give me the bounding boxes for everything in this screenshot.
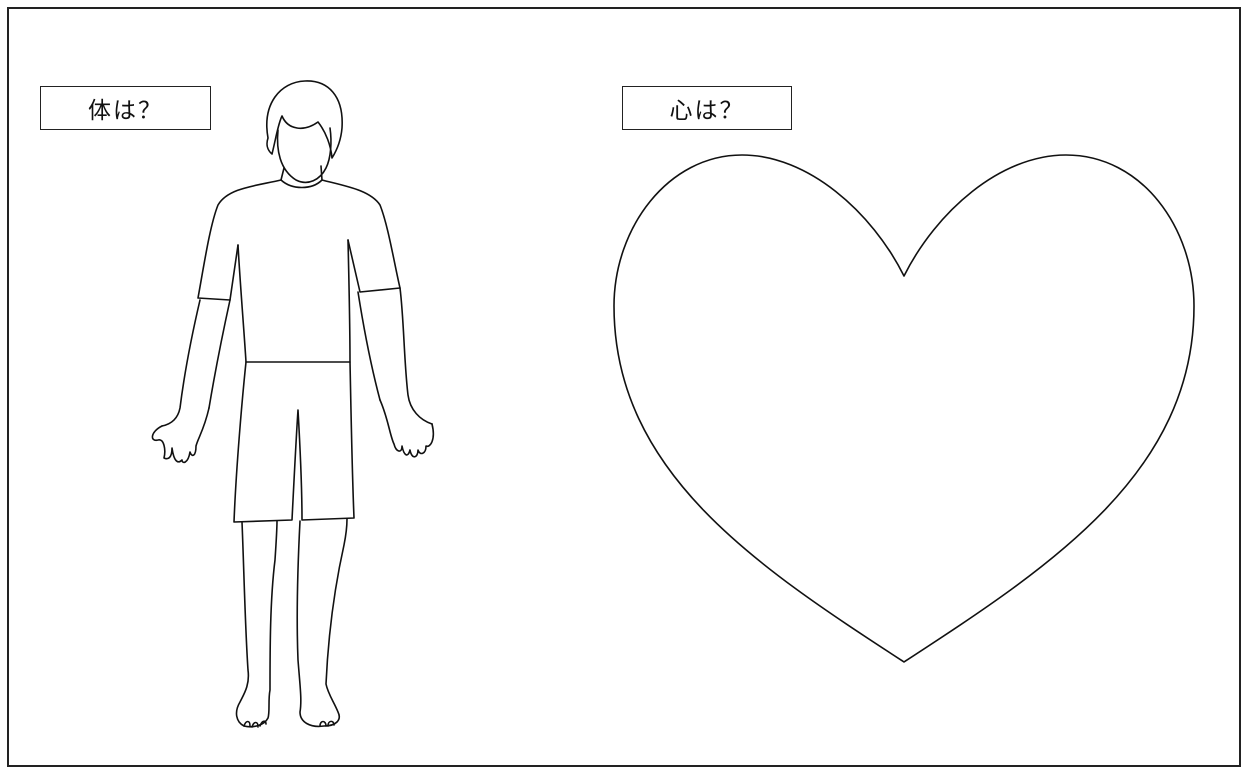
figure-right-arm [357,291,381,401]
figure-left-hand [151,407,210,464]
figure-left-leg [235,520,278,728]
figure-hair [266,80,343,159]
body-prompt-label: 体は？ [40,86,211,130]
figure-shirt-right [321,179,401,293]
figure-neck [280,165,323,189]
heart-prompt-label: 心は？ [622,86,792,130]
figure-torso [237,239,351,363]
figure-left-arm [161,299,201,427]
body-figure-drawing [151,80,435,728]
figure-right-leg [296,518,348,728]
figure-shorts [233,361,355,523]
figure-right-hand [379,399,435,458]
heart-outline-drawing [613,154,1195,663]
figure-shirt-left [197,179,282,301]
figure-face [276,127,332,184]
